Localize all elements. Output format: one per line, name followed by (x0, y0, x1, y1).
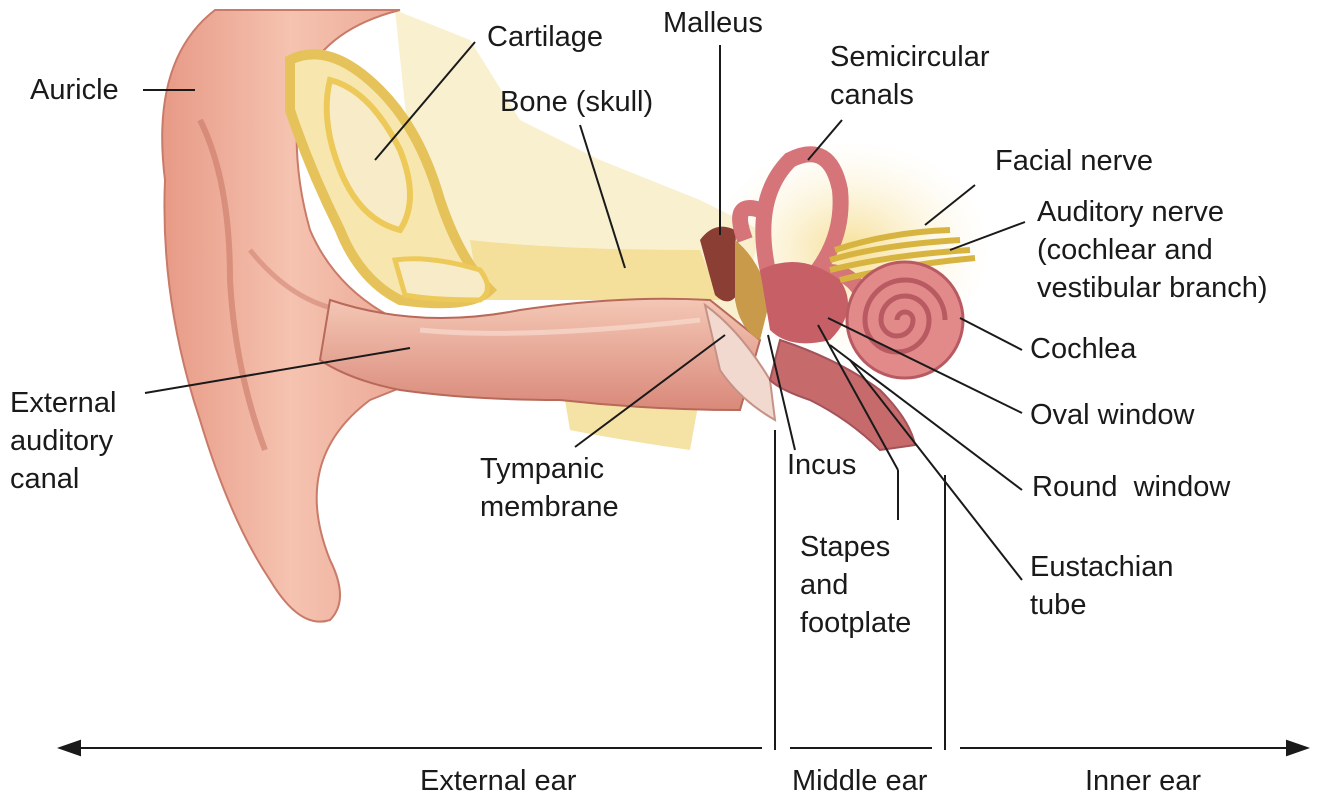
label-eustachian-tube: Eustachian tube (1030, 548, 1174, 624)
label-bone-skull: Bone (skull) (500, 86, 654, 118)
label-auditory-nerve-line-1: Auditory nerve (1037, 196, 1224, 228)
label-stapes-and-footplate: Stapes and footplate (800, 528, 911, 642)
label-stapes-line-3: footplate (800, 607, 912, 639)
label-external-canal-line-1: External (10, 387, 117, 419)
label-semicircular-line-1: Semicircular (830, 41, 990, 73)
label-cochlea: Cochlea (1030, 333, 1137, 365)
region-label-external-ear: External ear (420, 765, 577, 797)
region-dividers (774, 430, 946, 750)
label-external-canal-line-3: canal (10, 463, 80, 495)
leader-lines (143, 41, 1026, 581)
canal-shape (318, 297, 762, 412)
region-label-inner-ear: Inner ear (1085, 765, 1202, 797)
label-auditory-nerve: Auditory nerve (cochlear and vestibular … (1037, 193, 1268, 307)
vestibule-shape (760, 262, 848, 344)
label-incus: Incus (787, 449, 857, 481)
label-facial-nerve: Facial nerve (995, 145, 1153, 177)
label-external-canal-line-2: auditory (10, 425, 114, 457)
label-stapes-line-2: and (800, 569, 849, 601)
label-round-window: Round window (1032, 471, 1231, 503)
eustachian-tube-shape (768, 338, 917, 452)
label-cartilage: Cartilage (487, 21, 604, 53)
label-eustachian-line-1: Eustachian (1030, 551, 1174, 583)
label-external-auditory-canal: External auditory canal (10, 384, 116, 498)
label-semicircular-canals: Semicircular canals (830, 38, 990, 114)
label-auricle: Auricle (30, 74, 119, 106)
label-oval-window: Oval window (1030, 399, 1195, 431)
label-tympanic-line-2: membrane (480, 491, 619, 523)
label-eustachian-line-2: tube (1030, 589, 1087, 621)
region-arrow-external (56, 739, 762, 757)
label-malleus: Malleus (663, 7, 763, 39)
label-auditory-nerve-line-2: (cochlear and (1037, 234, 1213, 266)
label-semicircular-line-2: canals (830, 79, 914, 111)
region-label-middle-ear: Middle ear (792, 765, 928, 797)
cochlea-shape (845, 260, 965, 380)
label-auditory-nerve-line-3: vestibular branch) (1037, 272, 1268, 304)
cartilage-shape (285, 49, 498, 309)
label-tympanic-line-1: Tympanic (480, 453, 605, 485)
label-tympanic-membrane: Tympanic membrane (480, 450, 619, 526)
region-arrow-inner (960, 739, 1311, 757)
label-stapes-line-1: Stapes (800, 531, 891, 563)
